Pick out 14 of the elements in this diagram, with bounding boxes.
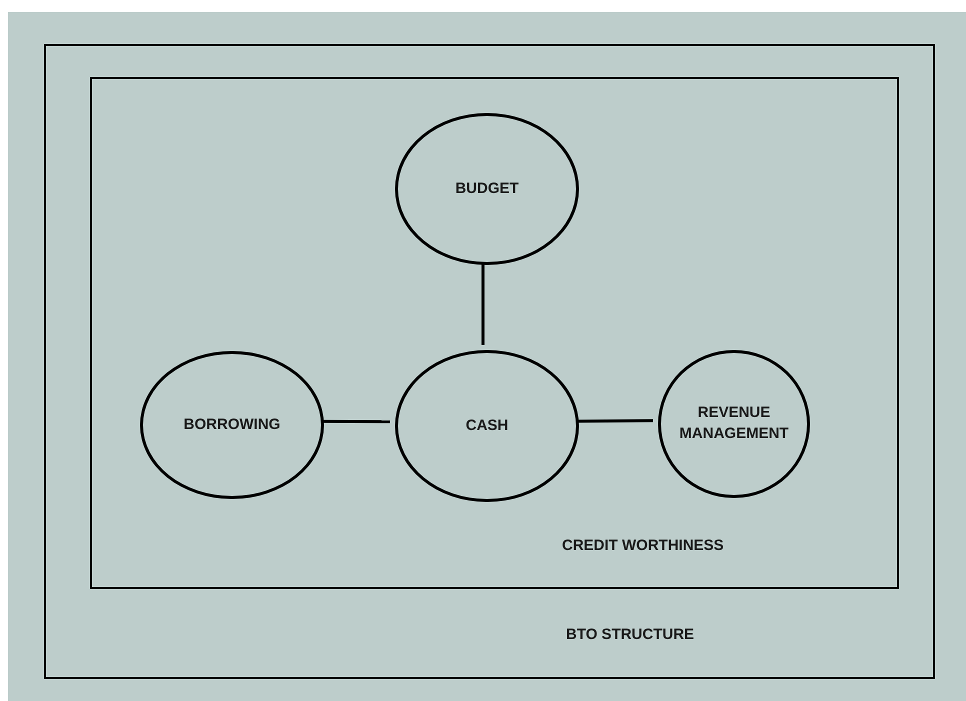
connector-line xyxy=(482,262,484,345)
concept-ellipse xyxy=(395,113,579,265)
ellipse-label: CASH xyxy=(466,416,508,436)
ellipse-label: REVENUE MANAGEMENT xyxy=(678,403,790,444)
ellipse-label: BUDGET xyxy=(455,178,519,199)
ellipse-label: BORROWING xyxy=(184,414,280,435)
container-box xyxy=(90,77,899,589)
container-label: CREDIT WORTHINESS xyxy=(562,536,724,556)
concept-ellipse xyxy=(658,350,810,498)
concept-ellipse xyxy=(140,351,324,499)
container-box xyxy=(44,44,935,679)
concept-ellipse xyxy=(395,350,579,502)
connector-line xyxy=(321,420,390,424)
container-label: BTO STRUCTURE xyxy=(566,625,694,645)
